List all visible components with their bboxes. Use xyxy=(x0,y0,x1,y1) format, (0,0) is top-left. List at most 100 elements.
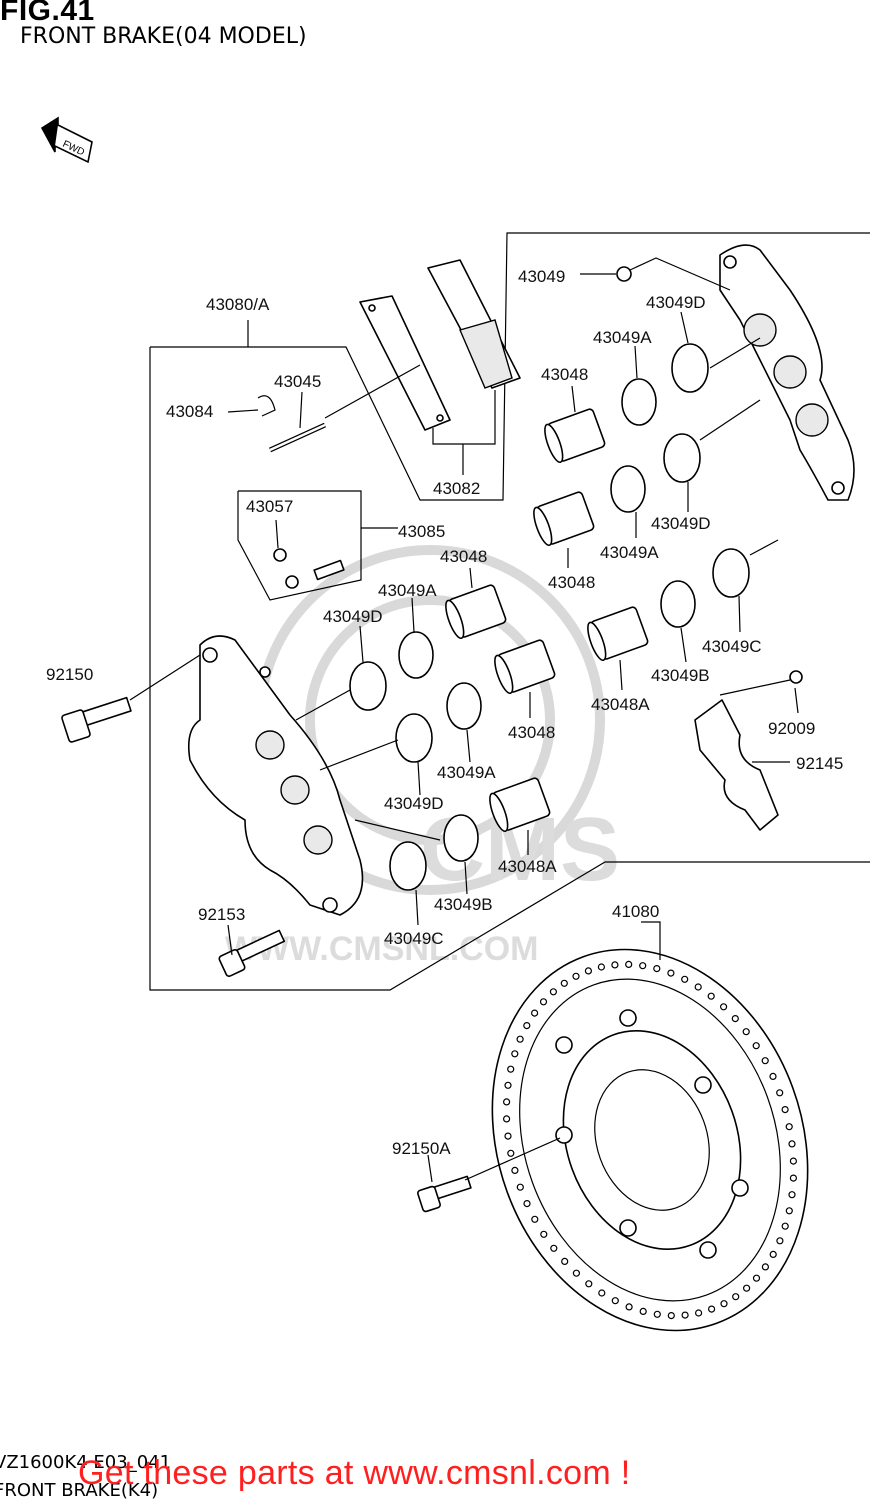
disc-vent-hole xyxy=(531,1215,539,1223)
disc-vent-hole xyxy=(625,960,633,969)
disc-vent-hole xyxy=(781,1105,789,1114)
label-92150A: 92150A xyxy=(392,1139,451,1158)
seals xyxy=(349,266,750,891)
label-92153: 92153 xyxy=(198,905,245,924)
disc-vent-hole xyxy=(667,1311,675,1320)
label-43084: 43084 xyxy=(166,402,213,421)
label-92145: 92145 xyxy=(796,754,843,773)
part-labels: 43080/A 43045 43084 43082 43049 43049D 4… xyxy=(46,267,843,1158)
disc-vent-hole xyxy=(516,1035,524,1043)
disc-vent-hole xyxy=(584,967,593,975)
disc-vent-hole xyxy=(788,1191,796,1199)
label-43048A-1: 43048A xyxy=(591,695,650,714)
brake-pad-front xyxy=(427,259,521,389)
label-43049A-3: 43049A xyxy=(378,581,437,600)
label-92150: 92150 xyxy=(46,665,93,684)
disc-vent-hole xyxy=(611,1297,619,1305)
label-43049C-1: 43049C xyxy=(702,637,762,656)
disc-vent-hole xyxy=(540,1230,548,1238)
disc-vent-hole xyxy=(572,1269,581,1277)
label-43048-4: 43048 xyxy=(508,723,555,742)
disc-vent-hole xyxy=(597,963,606,971)
label-43057: 43057 xyxy=(246,497,293,516)
label-43082: 43082 xyxy=(433,479,480,498)
disc-vent-hole xyxy=(789,1174,798,1182)
label-43049A-4: 43049A xyxy=(437,763,496,782)
disc-vent-hole xyxy=(681,1311,689,1319)
label-43049C-2: 43049C xyxy=(384,929,444,948)
disc-vent-hole xyxy=(776,1089,784,1097)
disc-vent-hole xyxy=(523,1199,531,1208)
disc-vent-hole xyxy=(788,1140,796,1148)
label-43049D-3: 43049D xyxy=(323,607,383,626)
disc-vent-hole xyxy=(785,1207,793,1215)
caliper-half-right xyxy=(719,244,855,501)
pistons xyxy=(445,408,649,833)
pad-spring xyxy=(694,670,803,831)
drawing-code: VZ1600K4 E03_041 xyxy=(0,1452,172,1473)
label-43049D-4: 43049D xyxy=(384,794,444,813)
disc-vent-hole xyxy=(598,1289,606,1297)
disc-vent-hole xyxy=(732,1293,740,1301)
figure-number: FIG.41 xyxy=(0,0,95,27)
disc-vent-hole xyxy=(507,1149,515,1157)
disc-vent-hole xyxy=(789,1157,798,1165)
label-43049D-1: 43049D xyxy=(646,293,706,312)
label-43049A-1: 43049A xyxy=(593,328,652,347)
disc-vent-hole xyxy=(761,1263,770,1271)
disc-vent-hole xyxy=(625,1303,633,1311)
disc-vent-hole xyxy=(560,979,568,987)
label-41080: 41080 xyxy=(612,902,659,921)
disc-vent-hole xyxy=(523,1021,531,1030)
disc-vent-hole xyxy=(530,1009,539,1017)
bleeder-valve xyxy=(273,548,345,589)
label-92009: 92009 xyxy=(768,719,815,738)
disc-vent-hole xyxy=(707,1305,716,1313)
disc-vent-hole xyxy=(504,1081,512,1089)
disc-vent-hole xyxy=(694,983,702,991)
disc-vent-hole xyxy=(707,992,715,1000)
caliper-mount-bolt-lower xyxy=(218,929,286,978)
label-43049: 43049 xyxy=(518,267,565,286)
disc-vent-hole xyxy=(719,1003,728,1011)
label-43048-1: 43048 xyxy=(541,365,588,384)
cmsnl-promo-link[interactable]: Get these parts at www.cmsnl.com ! xyxy=(78,1454,631,1492)
disc-vent-hole xyxy=(681,975,689,983)
reference-frames xyxy=(149,232,870,991)
brake-disc xyxy=(491,948,809,1332)
disc-vent-hole xyxy=(639,962,647,970)
label-43045: 43045 xyxy=(274,372,321,391)
pad-pin xyxy=(268,422,327,453)
drawing-description: FRONT BRAKE(K4) xyxy=(0,1480,159,1501)
label-43049D-2: 43049D xyxy=(651,514,711,533)
disc-vent-hole xyxy=(761,1057,769,1065)
disc-vent-hole xyxy=(561,1257,569,1266)
brake-pad-rear xyxy=(359,295,451,431)
label-43049B-2: 43049B xyxy=(434,895,493,914)
disc-vent-hole xyxy=(653,1310,661,1318)
disc-vent-hole xyxy=(572,972,580,980)
disc-vent-hole xyxy=(503,1115,511,1123)
label-43049A-2: 43049A xyxy=(600,543,659,562)
disc-vent-hole xyxy=(731,1014,739,1023)
disc-vent-hole xyxy=(549,988,558,996)
disc-vent-hole xyxy=(769,1250,777,1259)
disc-bolt xyxy=(417,1175,472,1213)
disc-vent-hole xyxy=(639,1307,647,1316)
disc-vent-hole xyxy=(550,1244,558,1252)
label-43048-2: 43048 xyxy=(548,573,595,592)
forward-arrow-icon: FWD xyxy=(40,116,93,164)
disc-vent-hole xyxy=(585,1280,593,1288)
disc-vent-hole xyxy=(785,1123,793,1131)
disc-vent-hole xyxy=(653,964,661,973)
disc-vent-hole xyxy=(752,1042,760,1050)
disc-vent-hole xyxy=(511,1050,519,1058)
pin-clip xyxy=(257,395,276,417)
disc-vent-hole xyxy=(720,1300,728,1308)
label-43048-3: 43048 xyxy=(440,547,487,566)
disc-vent-hole xyxy=(611,961,619,969)
disc-vent-hole xyxy=(776,1237,784,1245)
disc-vent-holes xyxy=(503,960,798,1320)
disc-vent-hole xyxy=(694,1309,703,1317)
